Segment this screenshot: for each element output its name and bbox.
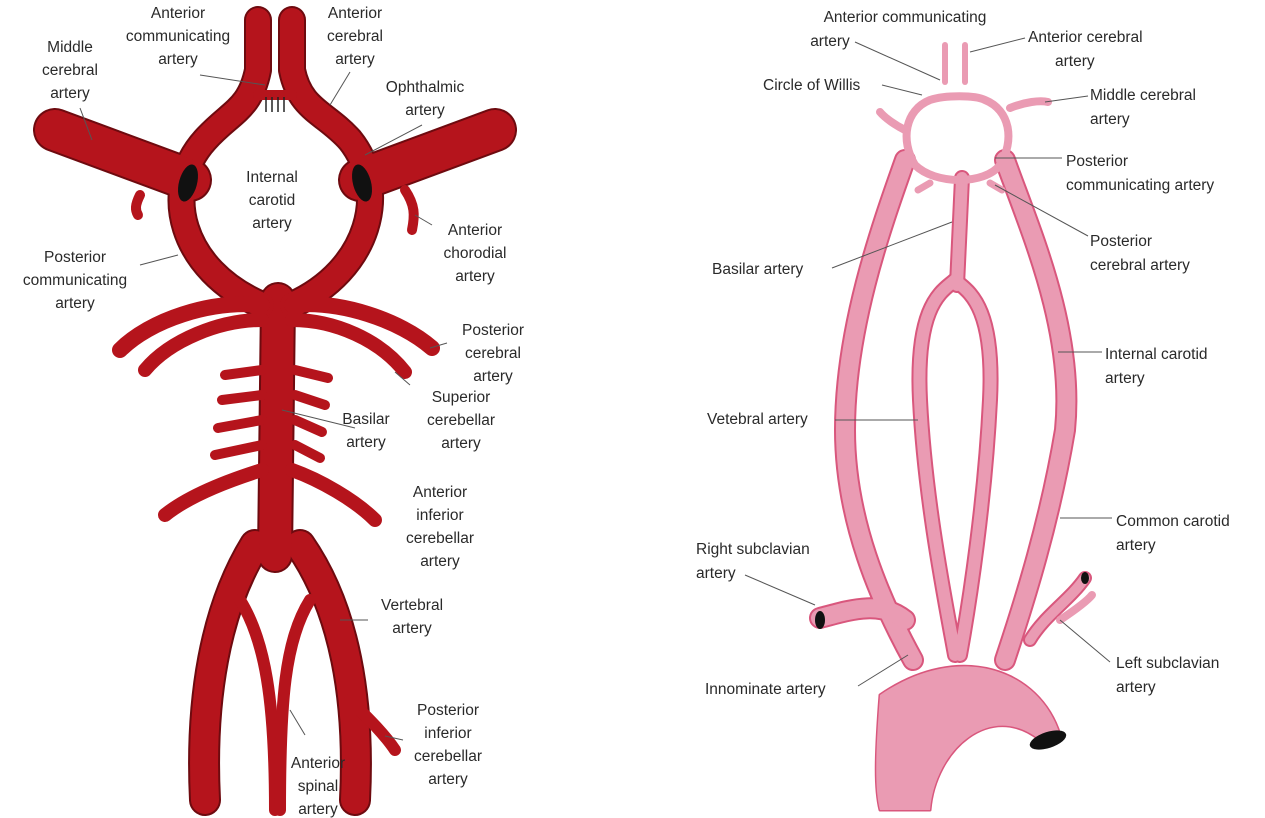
label-vetebral-artery: Vetebral artery (707, 411, 808, 428)
label-circle-of-willis: Circle of Willis (763, 77, 861, 94)
label-innominate-artery: Innominate artery (705, 681, 826, 698)
label-basilar-artery-right: Basilar artery (712, 261, 804, 278)
